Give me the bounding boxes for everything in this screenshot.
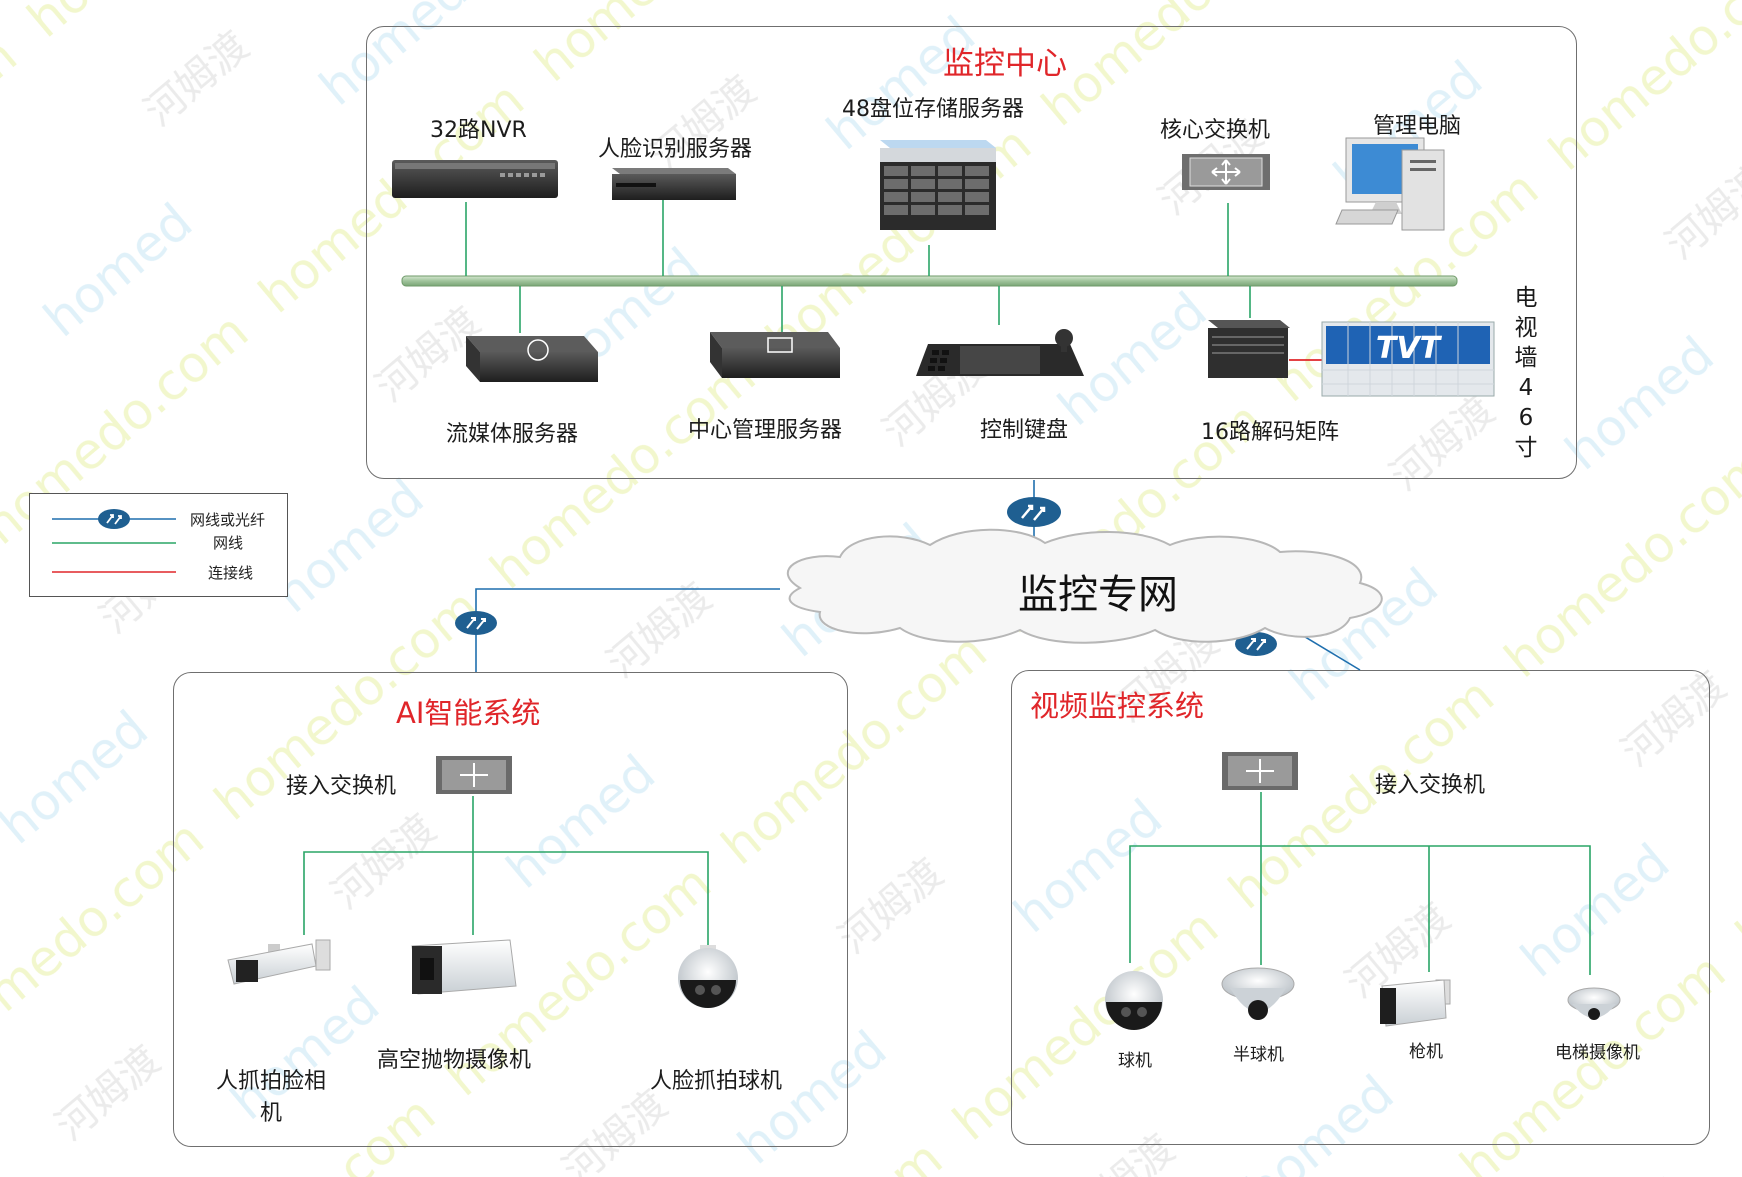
fiber-router-icon-right bbox=[1235, 632, 1277, 656]
ai-system-panel bbox=[173, 672, 848, 1147]
fiber-router-icon-left bbox=[455, 611, 497, 635]
decoder-matrix bbox=[1208, 320, 1290, 378]
keyboard-label: 控制键盘 bbox=[980, 418, 1069, 443]
core-switch bbox=[1182, 154, 1270, 190]
nvr-device bbox=[392, 160, 558, 198]
legend-box: 网线或光纤 网线 连接线 bbox=[29, 493, 288, 597]
core-switch-label: 核心交换机 bbox=[1160, 118, 1271, 143]
video-camera-label-2: 半球机 bbox=[1233, 1045, 1284, 1065]
monitoring-center-title: 监控中心 bbox=[943, 46, 1067, 82]
video-switch-label: 接入交换机 bbox=[1375, 773, 1486, 798]
legend-fiber-label: 网线或光纤 bbox=[190, 511, 266, 529]
face-capture-bullet-camera bbox=[227, 939, 331, 985]
stream-server-label: 流媒体服务器 bbox=[446, 422, 579, 447]
speed-dome-camera bbox=[1105, 971, 1163, 1030]
decoder-label: 16路解码矩阵 bbox=[1201, 420, 1339, 445]
bullet-camera bbox=[1380, 979, 1451, 1027]
tv-wall-label: 电视墙46寸 bbox=[1514, 285, 1538, 461]
nvr-label: 32路NVR bbox=[430, 118, 527, 143]
stream-media-server bbox=[466, 336, 598, 382]
central-management-server bbox=[710, 332, 840, 378]
face-server-label: 人脸识别服务器 bbox=[598, 137, 753, 162]
mgmt-pc-label: 管理电脑 bbox=[1373, 114, 1462, 139]
ai-access-switch bbox=[436, 756, 512, 794]
tv-wall-brand-text: TVT bbox=[1376, 331, 1443, 366]
storage-server-label: 48盘位存储服务器 bbox=[842, 97, 1024, 122]
ai-switch-label: 接入交换机 bbox=[286, 774, 397, 799]
video-camera-label-4: 电梯摄像机 bbox=[1555, 1043, 1640, 1063]
cloud-shape bbox=[786, 528, 1383, 644]
center-network-bus bbox=[401, 275, 1458, 287]
central-mgmt-label: 中心管理服务器 bbox=[688, 418, 843, 443]
video-system-panel bbox=[1011, 670, 1710, 1145]
face-capture-speed-dome bbox=[678, 945, 738, 1008]
video-camera-label-1: 球机 bbox=[1118, 1051, 1152, 1071]
storage-server bbox=[880, 140, 996, 230]
ai-camera-label-3: 人脸抓拍球机 bbox=[650, 1069, 783, 1094]
fiber-router-icon-top bbox=[1007, 497, 1061, 527]
video-camera-label-3: 枪机 bbox=[1409, 1042, 1443, 1062]
control-keyboard bbox=[916, 329, 1084, 376]
private-network-label: 监控专网 bbox=[1018, 572, 1178, 618]
legend-fiber-icon bbox=[98, 509, 130, 529]
face-recognition-server bbox=[612, 168, 736, 200]
tv-wall: TVT bbox=[1321, 321, 1495, 397]
ai-camera-label-2: 高空抛物摄像机 bbox=[376, 1048, 531, 1073]
ai-system-title: AI智能系统 bbox=[396, 696, 541, 730]
elevator-camera bbox=[1567, 987, 1621, 1020]
video-access-switch bbox=[1222, 752, 1298, 790]
high-altitude-camera bbox=[411, 939, 517, 995]
monitoring-center-panel bbox=[366, 26, 1577, 479]
legend-cable-label: 网线 bbox=[213, 534, 244, 552]
ai-camera-label-1: 人抓拍脸相机 bbox=[215, 1069, 326, 1126]
management-pc bbox=[1335, 137, 1445, 231]
half-dome-camera bbox=[1221, 967, 1295, 1020]
video-system-title: 视频监控系统 bbox=[1030, 689, 1205, 723]
legend-link-label: 连接线 bbox=[208, 564, 254, 582]
